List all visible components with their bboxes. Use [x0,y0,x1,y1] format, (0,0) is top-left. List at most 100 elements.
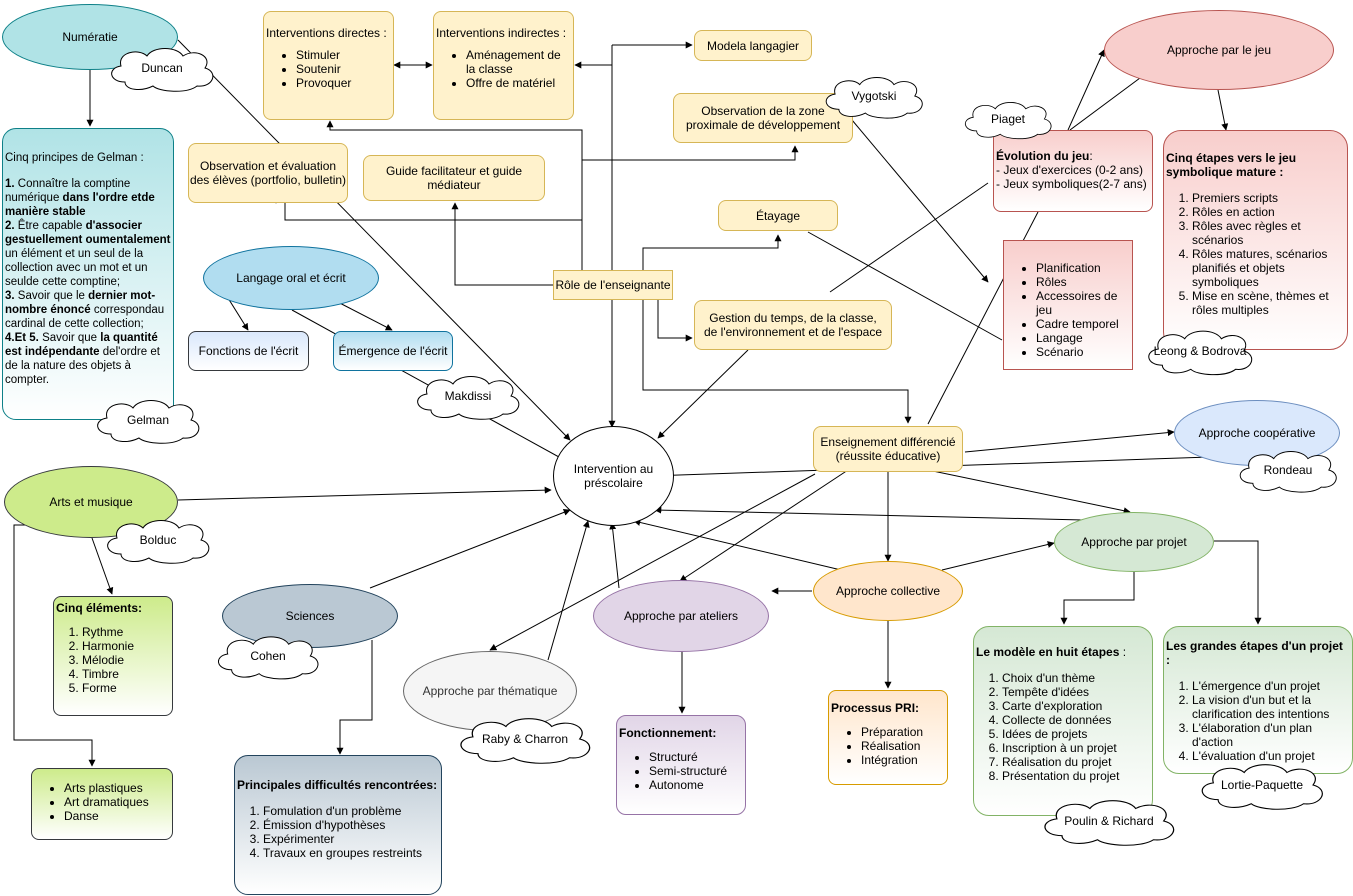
gelman-principles-box[interactable]: Cinq principes de Gelman : 1. Connaître … [2,128,174,420]
edge-langage-fonctions [227,297,249,331]
edge-role-gestion [657,300,693,342]
list-item: Rôles [1036,275,1130,289]
edge-ateliers-intervention [609,522,620,589]
fonctionnement-box[interactable]: Fonctionnement: Structuré Semi-structuré… [616,715,746,815]
cloud-piaget[interactable]: Piaget [958,96,1058,142]
cloud-cohen[interactable]: Cohen [210,632,326,680]
edge-evolution-line [829,182,989,293]
pri-box[interactable]: Processus PRI: Préparation Réalisation I… [828,690,948,785]
guide-box[interactable]: Guide facilitateur et guide médiateur [363,155,545,201]
cloud-label: Gelman [126,413,170,427]
sciences-node[interactable]: Sciences [222,584,398,648]
fonctionnement-title: Fonctionnement: [619,726,717,740]
pri-title: Processus PRI: [831,701,920,715]
cloud-duncan[interactable]: Duncan [103,44,221,92]
obs-eval-box[interactable]: Observation et évaluation des élèves (po… [188,143,348,203]
cloud-poulin-richard[interactable]: Poulin & Richard [1034,796,1184,846]
arts-node[interactable]: Arts et musique [4,466,178,538]
obs-zone-box[interactable]: Observation de la zone proximale de déve… [673,93,853,143]
list-item: Présentation du projet [1002,769,1150,783]
gestion-box[interactable]: Gestion du temps, de la classe, de l'env… [694,300,892,350]
emergence-box[interactable]: Émergence de l'écrit [333,331,453,371]
approche-jeu-node[interactable]: Approche par le jeu [1104,10,1334,90]
edge-ens-diff-coop [964,429,1175,453]
list-item: Forme [82,681,170,695]
modela-box[interactable]: Modela langagier [694,30,812,61]
cloud-bolduc[interactable]: Bolduc [98,516,218,564]
cloud-raby-charron[interactable]: Raby & Charron [450,714,600,764]
huit-etapes-box[interactable]: Le modèle en huit étapes : Choix d'un th… [973,626,1153,816]
list-item: Réalisation du projet [1002,755,1150,769]
edge-sciences-intervention [369,509,571,589]
edge-collective-intervention [633,519,859,575]
interventions-directes-list: Stimuler Soutenir Provoquer [266,48,391,90]
list-item: Autonome [649,778,743,792]
evolution-box[interactable]: Évolution du jeu: - Jeux d'exercices (0-… [993,130,1153,212]
planification-box[interactable]: Planification Rôles Accessoires de jeu C… [1003,240,1133,370]
cinq-elements-box[interactable]: Cinq éléments: Rythme Harmonie Mélodie T… [53,596,173,716]
interventions-indirectes-list: Aménagement de la classe Offre de matéri… [436,48,571,90]
cinq-etapes-box[interactable]: Cinq étapes vers le jeu symbolique matur… [1163,130,1348,350]
cloud-label: Vygotski [851,89,897,103]
role-label: Rôle de l'enseignante [555,278,671,292]
modela-label: Modela langagier [706,38,800,53]
edge-role-directes [326,120,583,270]
projet-node[interactable]: Approche par projet [1054,512,1214,572]
cloud-makdissi[interactable]: Makdissi [408,372,528,420]
huit-etapes-title: Le modèle en huit étapes : [976,645,1127,659]
arts-plastiques-box[interactable]: Arts plastiques Art dramatiques Danse [31,768,173,840]
interventions-directes-box[interactable]: Interventions directes : Stimuler Souten… [263,11,394,120]
thematique-node[interactable]: Approche par thématique [403,651,577,731]
planification-list: Planification Rôles Accessoires de jeu C… [1006,261,1130,359]
list-item: Réalisation [861,739,945,753]
cloud-icon [825,77,923,119]
list-item: Intégration [861,753,945,767]
cloud-icon [1044,800,1175,846]
numeratie-node[interactable]: Numératie [2,4,178,70]
cloud-gelman[interactable]: Gelman [88,396,208,444]
cloud-label: Makdissi [444,389,492,403]
list-item: Collecte de données [1002,713,1150,727]
cloud-rondeau[interactable]: Rondeau [1232,446,1344,494]
interventions-directes-title: Interventions directes : [266,26,387,40]
langage-node[interactable]: Langage oral et écrit [203,246,379,310]
cloud-icon [1148,330,1253,376]
cloud-leong-bodrova[interactable]: Leong & Bodrova [1140,326,1260,376]
arts-plastiques-list: Arts plastiques Art dramatiques Danse [34,781,170,823]
list-item: Rôles avec règles et scénarios [1192,219,1345,247]
cloud-vygotski[interactable]: Vygotski [818,72,930,120]
role-box[interactable]: Rôle de l'enseignante [553,270,673,300]
edge-ens-diff-ateliers [679,469,849,582]
edge-jeu-cinq-etapes [1217,89,1229,131]
approche-coop-node[interactable]: Approche coopérative [1174,400,1340,466]
edge-projet-intervention [654,506,1084,521]
cloud-label: Leong & Bodrova [1153,344,1247,358]
edge-numeratie-intervention [177,39,571,441]
edge-arts-intervention [177,486,552,501]
edge-role-guide [451,202,553,286]
ens-diff-box[interactable]: Enseignement différencié (réussite éduca… [813,426,963,472]
collective-node[interactable]: Approche collective [813,561,963,621]
fonctions-box[interactable]: Fonctions de l'écrit [188,331,309,371]
list-item: Émission d'hypothèses [263,818,439,832]
grandes-etapes-box[interactable]: Les grandes étapes d'un projet : L'émerg… [1163,626,1353,774]
list-item: Expérimenter [263,832,439,846]
intervention-node[interactable]: Intervention au préscolaire [553,426,674,526]
interventions-indirectes-box[interactable]: Interventions indirectes : Aménagement d… [433,11,574,120]
edge-gestion-intervention [657,349,749,439]
cloud-icon [111,48,214,92]
etayage-box[interactable]: Étayage [718,200,838,231]
cloud-icon [460,718,591,764]
numeratie-label: Numératie [62,30,118,44]
cloud-label: Duncan [141,61,183,75]
list-item: Aménagement de la classe [466,48,571,76]
edge-role-ens-diff [642,300,912,424]
cloud-lortie-paquette[interactable]: Lortie-Paquette [1192,760,1332,810]
list-item: Choix d'un thème [1002,671,1150,685]
list-item: L'émergence d'un projet [1192,679,1350,693]
list-item: Tempête d'idées [1002,685,1150,699]
ateliers-node[interactable]: Approche par ateliers [593,580,769,652]
edge-sciences-difficultes [336,640,373,755]
cloud-icon [964,102,1052,140]
difficultes-box[interactable]: Principales difficultés rencontrées: Fom… [234,755,442,895]
